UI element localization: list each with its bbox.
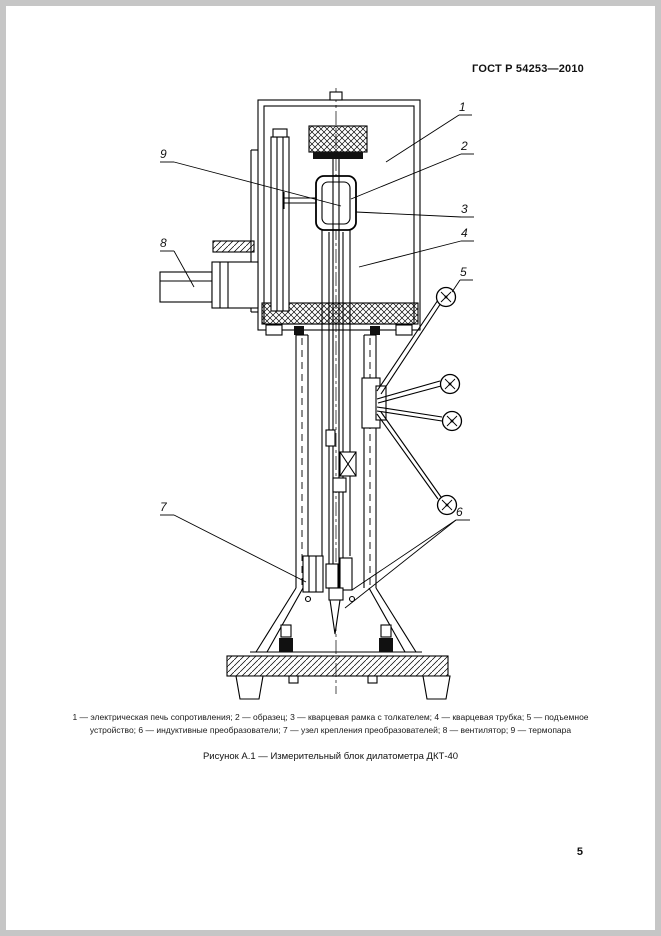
document-page	[6, 6, 655, 930]
rod-fittings	[325, 429, 357, 493]
support-column	[295, 334, 377, 588]
handwheel	[436, 494, 458, 516]
callout-3: 3	[461, 202, 468, 216]
figure-legend: 1 — электрическая печь сопротивления; 2 …	[0, 711, 661, 737]
figure-legend-line: 1 — электрическая печь сопротивления; 2 …	[72, 712, 589, 722]
callout-6: 6	[456, 505, 463, 519]
lifting-device	[361, 286, 463, 516]
figure-legend-line: устройство; 6 — индуктивные преобразоват…	[89, 725, 572, 735]
callout-leaders	[160, 114, 474, 609]
handwheel	[441, 410, 463, 432]
sample-frame	[315, 175, 357, 231]
callout-1: 1	[459, 100, 466, 114]
callout-9: 9	[160, 147, 167, 161]
transducers	[302, 555, 356, 635]
page-number: 5	[576, 846, 583, 858]
callout-4: 4	[461, 226, 468, 240]
handwheel	[439, 373, 461, 395]
callout-2: 2	[461, 139, 468, 153]
base	[226, 587, 451, 700]
furnace	[250, 91, 421, 336]
handwheel	[435, 286, 457, 308]
callout-7: 7	[160, 500, 167, 514]
callout-8: 8	[160, 236, 167, 250]
standard-number: ГОСТ Р 54253—2010	[472, 63, 584, 75]
fan	[159, 240, 259, 309]
quartz-tube	[321, 159, 351, 604]
callout-5: 5	[460, 265, 467, 279]
figure-caption: Рисунок А.1 — Измерительный блок дилатом…	[202, 751, 459, 762]
